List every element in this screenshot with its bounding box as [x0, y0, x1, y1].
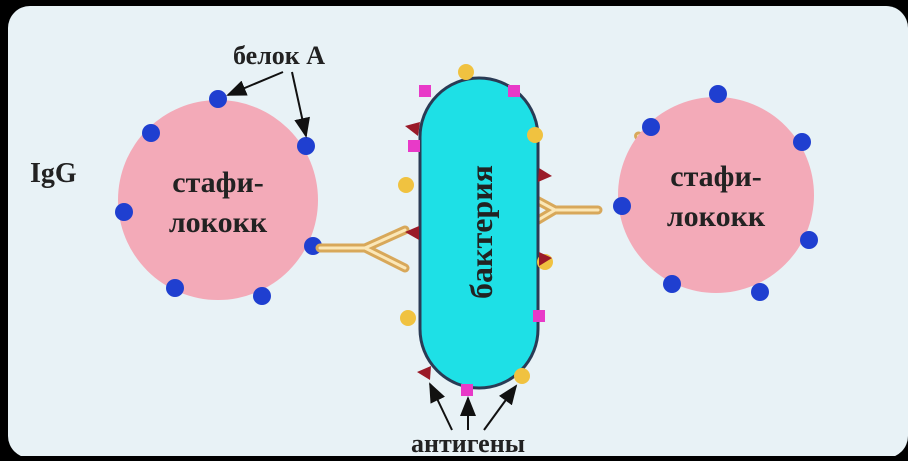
protein-a-dot-icon [709, 85, 727, 103]
protein-a-dot-icon [209, 90, 227, 108]
protein-a-dot-icon [793, 133, 811, 151]
protein-a-dot-icon [253, 287, 271, 305]
antigen-magenta-square-icon [461, 384, 473, 396]
antigen-yellow-circle-icon [400, 310, 416, 326]
staphylococcus-label-line2: лококк [667, 200, 766, 233]
staphylococcus-label-line1: стафи- [670, 160, 761, 193]
protein-a-dot-icon [613, 197, 631, 215]
antigen-yellow-circle-icon [514, 368, 530, 384]
protein-a-dot-icon [800, 231, 818, 249]
igg-label: IgG [30, 158, 77, 189]
staphylococcus-label-line2: лококк [169, 206, 268, 239]
antigens-label: антигены [411, 429, 525, 456]
staphylococcus-label-line1: стафи- [172, 166, 263, 199]
antigen-magenta-square-icon [533, 310, 545, 322]
protein-a-dot-icon [166, 279, 184, 297]
antigen-magenta-square-icon [508, 85, 520, 97]
protein-a-label: белок А [233, 41, 325, 70]
protein-a-dot-icon [115, 203, 133, 221]
protein-a-dot-icon [142, 124, 160, 142]
protein-a-dot-icon [751, 283, 769, 301]
antigen-magenta-square-icon [408, 140, 420, 152]
antigen-yellow-circle-icon [527, 127, 543, 143]
protein-a-dot-icon [663, 275, 681, 293]
antigen-magenta-square-icon [419, 85, 431, 97]
antigen-yellow-circle-icon [458, 64, 474, 80]
protein-a-dot-icon [297, 137, 315, 155]
protein-a-dot-icon [642, 118, 660, 136]
bacterium-label: бактерия [463, 165, 499, 299]
antigen-yellow-circle-icon [398, 177, 414, 193]
